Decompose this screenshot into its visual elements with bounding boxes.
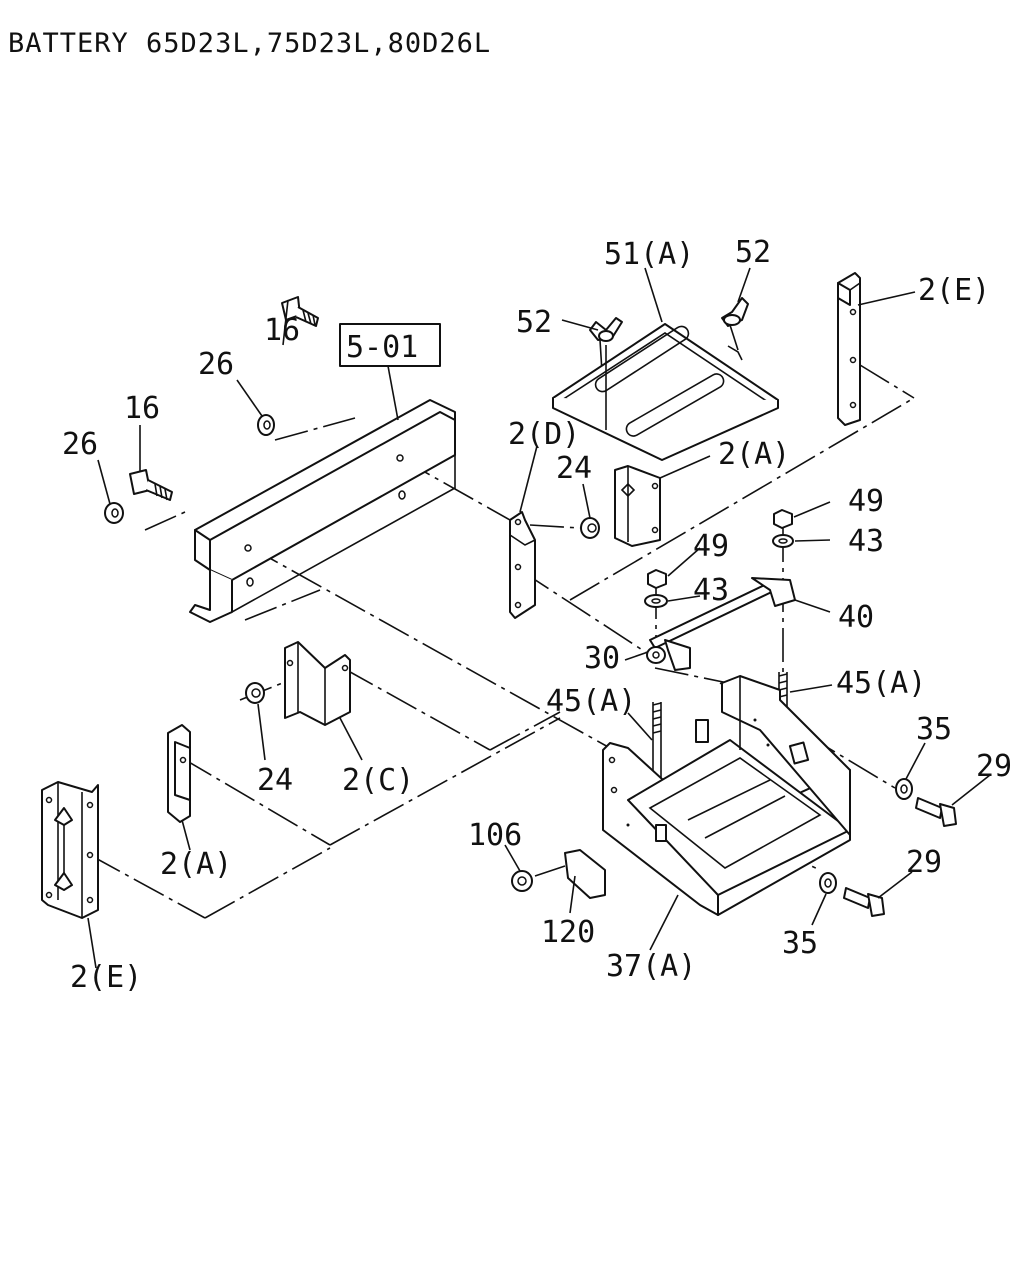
washer-35-right: [895, 778, 913, 800]
hold-down-plate: [552, 323, 779, 461]
callout-120: 120: [541, 915, 595, 950]
clip-120: [534, 849, 606, 899]
callout-40: 40: [838, 600, 874, 635]
nut-49-left: [647, 569, 667, 589]
bracket-2A-top: [614, 465, 661, 547]
callout-2A-left: 2(A): [160, 847, 232, 882]
callout-52-right: 52: [735, 235, 771, 270]
callout-29-lower: 29: [906, 845, 942, 880]
callout-16-lower: 16: [124, 391, 160, 426]
bolt-16-lower: [129, 469, 173, 501]
callout-45A-left: 45(A): [546, 684, 636, 719]
wing-nut-left: [589, 317, 623, 430]
callout-26-upper: 26: [198, 347, 234, 382]
callout-106: 106: [468, 818, 522, 853]
callout-2E-bottom: 2(E): [70, 960, 142, 995]
bracket-2D: [509, 511, 536, 619]
callout-2D: 2(D): [508, 417, 580, 452]
bracket-2E-bottom: [41, 781, 99, 919]
washer-26-upper: [257, 414, 275, 436]
flange-nut-24-bottom: [245, 682, 265, 704]
nut-49-right: [773, 509, 793, 529]
callout-2E-top: 2(E): [918, 273, 990, 308]
callout-43-right: 43: [848, 524, 884, 559]
washer-35-lower: [819, 872, 837, 894]
flange-nut-24-top: [580, 517, 600, 539]
callout-24-bottom: 24: [257, 763, 293, 798]
callout-16-upper: 16: [264, 313, 300, 348]
washer-30: [646, 646, 666, 664]
callout-43-left: 43: [693, 573, 729, 608]
nut-106: [511, 870, 533, 892]
wing-nut-right: [721, 297, 749, 361]
reference-box: 5-01: [339, 323, 441, 421]
callout-35-right: 35: [916, 712, 952, 747]
callout-52-left: 52: [516, 305, 552, 340]
callout-2A-top: 2(A): [718, 437, 790, 472]
bracket-2E-top: [837, 272, 861, 426]
callout-30: 30: [584, 641, 620, 676]
callout-2C: 2(C): [342, 763, 414, 798]
bracket-2C: [284, 641, 351, 726]
callout-45A-right: 45(A): [836, 666, 926, 701]
callout-49-left: 49: [693, 529, 729, 564]
washer-43-left: [644, 594, 668, 608]
bracket-2A-left: [167, 724, 191, 823]
rod-40: [649, 577, 796, 671]
callout-35-lower: 35: [782, 926, 818, 961]
battery-tray-37A: [602, 675, 851, 916]
bolt-29-right: [915, 797, 957, 827]
callout-26-lower: 26: [62, 427, 98, 462]
callout-37A: 37(A): [606, 949, 696, 984]
callout-51A: 51(A): [604, 237, 694, 272]
washer-43-right: [772, 534, 794, 548]
frame-rail: [189, 399, 456, 623]
callout-29-right: 29: [976, 749, 1012, 784]
diagram-title: BATTERY 65D23L,75D23L,80D26L: [8, 28, 491, 59]
washer-26-lower: [104, 502, 124, 524]
callout-24-top: 24: [556, 451, 592, 486]
bolt-29-lower: [843, 887, 885, 917]
callout-49-right: 49: [848, 484, 884, 519]
leader-lines: [87, 267, 991, 969]
callout-labels: 51(A) 52 52 2(E) 16 26 16 26 2(D) 24 2(A…: [62, 235, 1012, 995]
reference-label: 5-01: [346, 330, 418, 365]
